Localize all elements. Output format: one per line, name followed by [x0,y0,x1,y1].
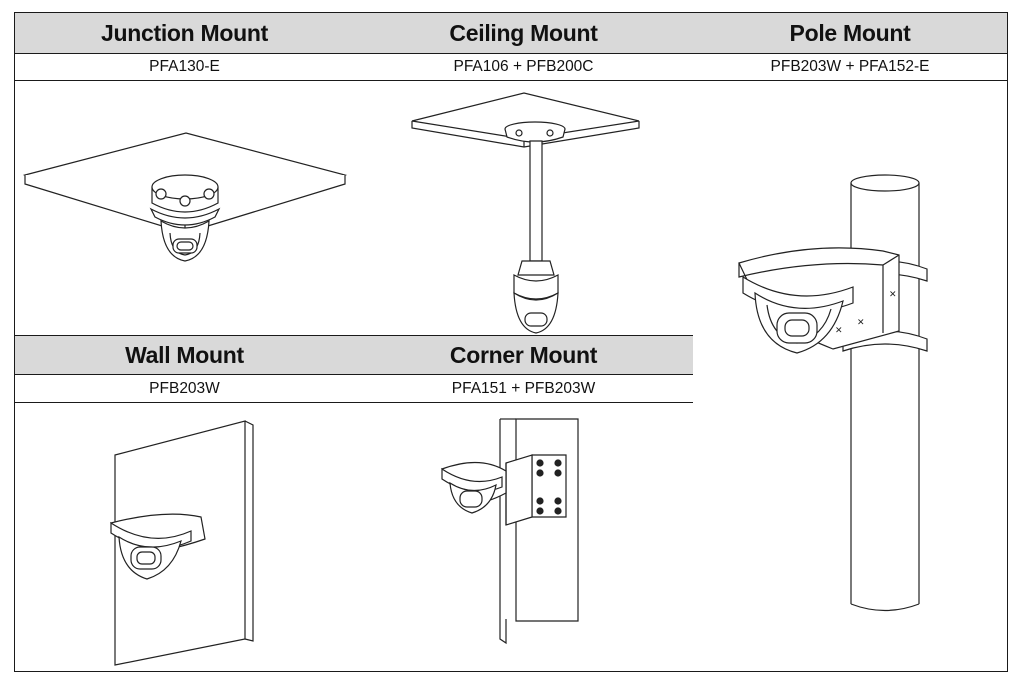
wall-mount-model: PFB203W [15,375,354,403]
ceiling-mount-model: PFA106 + PFB200C [354,54,693,81]
ceiling-mount-title: Ceiling Mount [354,13,693,54]
wall-mount-illustration [15,403,354,670]
mount-table: Junction Mount PFA130-E Ceiling Mount PF… [14,12,1008,672]
pole-mount-illustration: ✕ ✕ ✕ [693,81,1007,670]
junction-mount-illustration [15,81,354,335]
svg-text:✕: ✕ [857,318,865,328]
svg-text:✕: ✕ [835,326,843,336]
svg-text:✕: ✕ [889,290,897,300]
pole-mount-title: Pole Mount [693,13,1007,54]
wall-mount-title: Wall Mount [15,335,354,375]
pole-mount-model: PFB203W + PFA152-E [693,54,1007,81]
junction-mount-title: Junction Mount [15,13,354,54]
corner-mount-title: Corner Mount [354,335,693,375]
ceiling-mount-illustration [354,81,693,335]
corner-mount-illustration [354,403,693,670]
corner-mount-model: PFA151 + PFB203W [354,375,693,403]
junction-mount-model: PFA130-E [15,54,354,81]
